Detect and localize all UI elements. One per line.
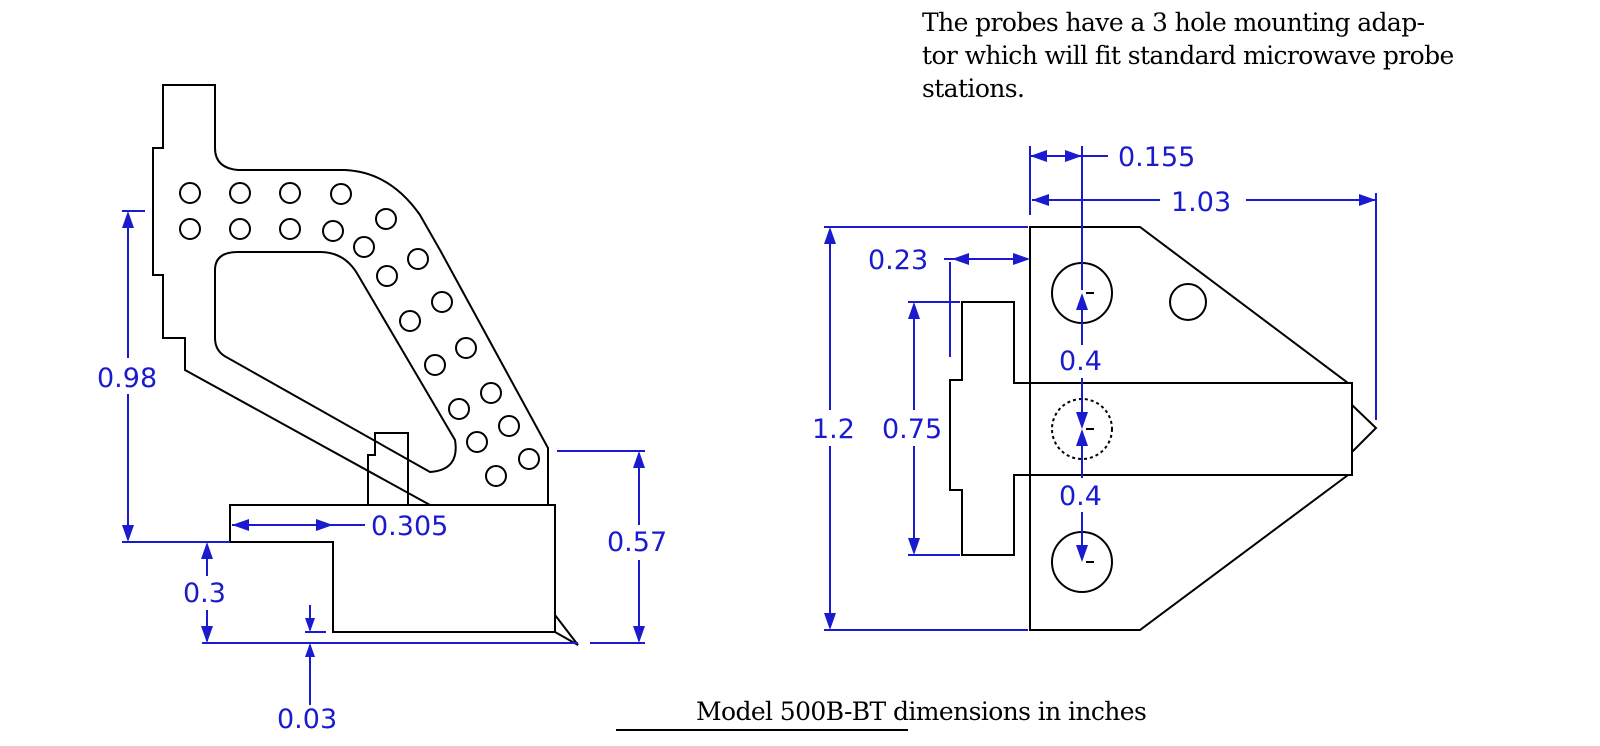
front-hole-side: [1169, 283, 1207, 321]
dim-label-0-4-lower: 0.4: [1059, 481, 1102, 512]
dim-label-0-75: 0.75: [882, 414, 942, 445]
intro-paragraph: The probes have a 3 hole mounting adap- …: [922, 6, 1454, 105]
side-probe-tip: [554, 614, 579, 646]
dim-1-2: 1.2: [812, 226, 1028, 631]
side-mounting-holes: [179, 182, 540, 487]
dim-label-0-03: 0.03: [277, 704, 337, 735]
intro-line-2: tor which will fit standard microwave pr…: [922, 41, 1454, 70]
dim-1-03: 1.03: [1032, 187, 1377, 420]
dim-0-98: 0.98: [97, 210, 230, 543]
dim-label-0-3: 0.3: [183, 578, 226, 609]
dim-0-23: 0.23: [868, 245, 1030, 357]
dim-0-305: 0.305: [232, 511, 448, 542]
dim-0-4-pitch: 0.4 0.4: [1059, 293, 1102, 562]
dim-0-3: 0.3: [183, 542, 578, 644]
intro-line-1: The probes have a 3 hole mounting adap-: [922, 8, 1425, 37]
dim-label-0-4-upper: 0.4: [1059, 346, 1102, 377]
dim-label-1-2: 1.2: [812, 414, 855, 445]
dim-label-0-155: 0.155: [1118, 142, 1195, 173]
dim-0-57: 0.57: [557, 450, 667, 644]
side-small-block: [367, 432, 409, 505]
side-bracket-cutout: [214, 251, 457, 474]
dim-0-75: 0.75: [882, 301, 960, 556]
dim-0-155: 0.155: [1029, 142, 1195, 290]
front-probe-shaft-end: [1348, 382, 1353, 476]
dim-0-03: 0.03: [277, 605, 337, 735]
front-probe-tip: [1351, 404, 1378, 453]
side-bracket-body: [152, 84, 549, 506]
dim-label-0-57: 0.57: [607, 527, 667, 558]
dim-label-0-305: 0.305: [371, 511, 448, 542]
front-view: 0.155 1.03 0.23 0.4: [812, 142, 1378, 631]
dim-label-0-23: 0.23: [868, 245, 928, 276]
side-view: 0.98 0.305 0.3 0.57: [97, 84, 667, 735]
dim-label-1-03: 1.03: [1171, 187, 1231, 218]
figure-caption: Model 500B-BT dimensions in inches: [696, 697, 1147, 726]
dim-label-0-98: 0.98: [97, 363, 157, 394]
front-hole-center: [1051, 398, 1113, 460]
front-plate: [949, 226, 1352, 631]
intro-line-3: stations.: [922, 74, 1025, 103]
